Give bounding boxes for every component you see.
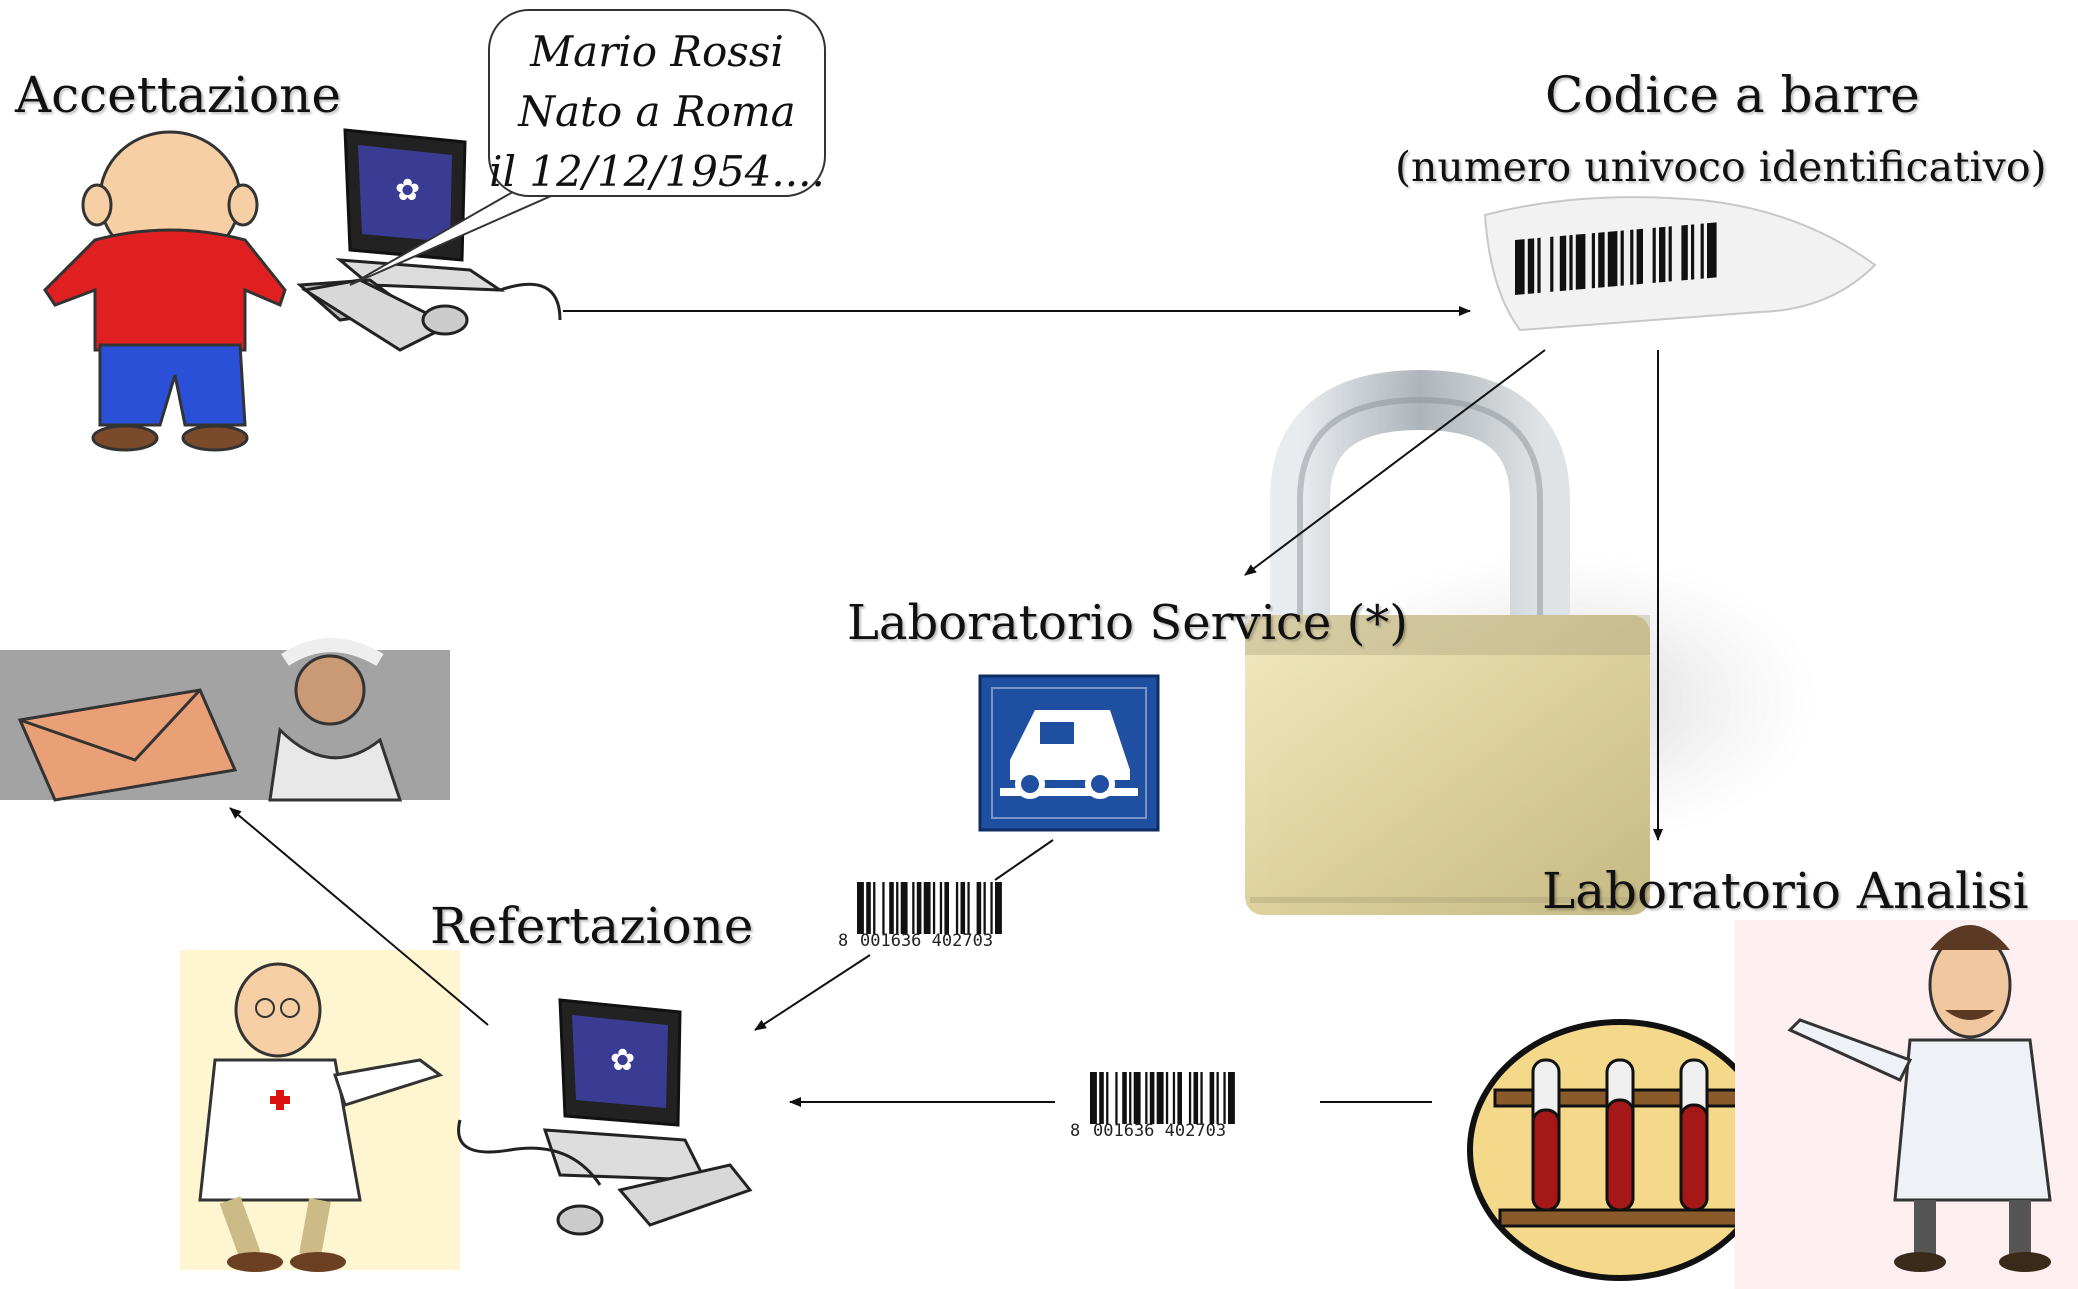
barcode-bar [1149, 1072, 1155, 1124]
barcode-bar [882, 882, 885, 934]
barcode-bar [1145, 1072, 1148, 1124]
barcode-bar [995, 882, 1002, 934]
barcode-bar [896, 882, 899, 934]
label-codice-a-barre: Codice a barre [1545, 66, 1920, 124]
doctor-icon [180, 950, 460, 1272]
envelope-delivery-icon [0, 638, 450, 802]
barcode-bar [1122, 1072, 1127, 1124]
barcode-bar [1707, 222, 1717, 279]
arrow-refertazione-to-envelope [229, 807, 489, 1026]
barcode-bar [866, 882, 871, 934]
barcode-bar [1106, 1072, 1109, 1124]
lab-doctor-icon [1735, 920, 2078, 1289]
barcode-bar [1591, 233, 1596, 289]
arrow-codice-to-service [1244, 349, 1546, 576]
barcode-bar [889, 882, 894, 934]
bubble-line-birthplace: Nato a Roma [518, 87, 796, 136]
barcode-bar [1527, 238, 1535, 294]
barcode-bar [990, 882, 993, 934]
barcode-bar [1575, 233, 1586, 290]
padlock-icon [1245, 369, 1820, 915]
barcode-bar [1172, 1072, 1176, 1124]
barcode-bar [873, 882, 876, 934]
barcode-bar [1129, 1072, 1132, 1124]
barcode-bar [900, 882, 908, 934]
barcode-bar [1691, 224, 1695, 280]
barcode-bar [976, 882, 982, 934]
barcode-bar [1223, 1072, 1226, 1124]
barcode-analisi: 8 001636 402703 [1070, 1072, 1235, 1141]
barcode-bar [1209, 1072, 1215, 1124]
barcode-bar [983, 882, 986, 934]
barcode-bar [1188, 1072, 1192, 1124]
barcode-bar [1652, 227, 1656, 283]
barcode-bar [955, 882, 959, 934]
bubble-line-name: Mario Rossi [530, 27, 784, 76]
barcode-bar [1607, 231, 1618, 287]
label-laboratorio-service: Laboratorio Service (*) [847, 595, 1409, 651]
barcode-bar [967, 882, 970, 934]
barcode-bar [1659, 226, 1666, 283]
label-codice-subtitle: (numero univoco identificativo) [1395, 143, 2047, 191]
barcode-analisi-digits: 001636 402703 [1093, 1121, 1226, 1141]
barcode-bar [1559, 235, 1567, 292]
barcode-bar [960, 882, 966, 934]
barcode-analisi-lead: 8 [1070, 1121, 1080, 1141]
barcode-bar [857, 882, 864, 934]
ambulance-sign-icon [978, 674, 1160, 832]
barcode-bar [944, 882, 949, 934]
barcode-bar [1681, 224, 1688, 281]
bubble-line-birthdate: il 12/12/1954.... [489, 147, 825, 196]
barcode-bar [1200, 1072, 1203, 1124]
flow-arrows [229, 306, 1663, 1107]
barcode-bar [932, 882, 936, 934]
barcode-bar [1228, 1072, 1235, 1124]
arrow-service-to-barcode [994, 839, 1054, 881]
patient-person-icon [43, 130, 287, 452]
barcode-bar [1550, 236, 1554, 292]
barcode-bar [1115, 1072, 1118, 1124]
speech-bubble: Mario Rossi Nato a Roma il 12/12/1954...… [487, 8, 827, 198]
barcode-service-digits: 001636 402703 [860, 931, 993, 951]
svg-text:✿: ✿ [610, 1043, 635, 1078]
barcode-bar [1630, 229, 1634, 285]
barcode-bar [1099, 1072, 1104, 1124]
barcode-bar [1515, 239, 1525, 295]
barcode-bar [1177, 1072, 1182, 1124]
barcode-bar [1156, 1072, 1164, 1124]
svg-text:✿: ✿ [395, 173, 420, 208]
barcode-bar [939, 882, 943, 934]
label-refertazione: Refertazione [430, 897, 754, 955]
barcode-bar [1090, 1072, 1097, 1124]
barcode-bar [1193, 1072, 1199, 1124]
barcode-bar [1620, 230, 1624, 286]
barcode-bar [1537, 237, 1541, 294]
barcode-service: 8 001636 402703 [838, 882, 1002, 951]
label-accettazione: Accettazione [15, 66, 341, 124]
barcode-bar [912, 882, 915, 934]
barcode-label-icon [1483, 196, 1877, 332]
barcode-service-lead: 8 [838, 931, 848, 951]
barcode-bar [923, 882, 931, 934]
barcode-bar [1636, 228, 1643, 285]
barcode-bar [1598, 232, 1605, 288]
barcode-bar [1668, 226, 1672, 282]
computer-icon: ✿ [457, 998, 753, 1236]
barcode-bar [1133, 1072, 1141, 1124]
computer-icon: ✿ [296, 128, 562, 352]
label-laboratorio-analisi: Laboratorio Analisi [1542, 862, 2029, 920]
barcode-bar [1569, 234, 1573, 291]
barcode-bar [1165, 1072, 1169, 1124]
barcode-bar [1700, 223, 1704, 279]
test-tubes-icon [1467, 1019, 1773, 1281]
barcode-bar [916, 882, 922, 934]
barcode-bar [1216, 1072, 1219, 1124]
arrow-barcode-to-refertazione [754, 954, 871, 1031]
